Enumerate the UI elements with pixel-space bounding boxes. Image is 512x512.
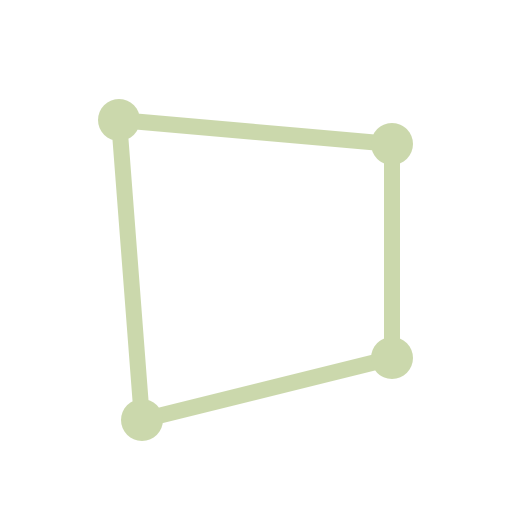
edge-bottom [134, 350, 400, 428]
edge-left [111, 112, 150, 428]
vertex-top-left[interactable] [98, 99, 140, 141]
vertex-bottom-left[interactable] [121, 399, 163, 441]
vertex-top-right[interactable] [371, 123, 413, 165]
vertex-bottom-right[interactable] [371, 337, 413, 379]
shape-vertices [98, 99, 413, 441]
edge-top [111, 112, 400, 152]
shape-edges [111, 112, 400, 428]
